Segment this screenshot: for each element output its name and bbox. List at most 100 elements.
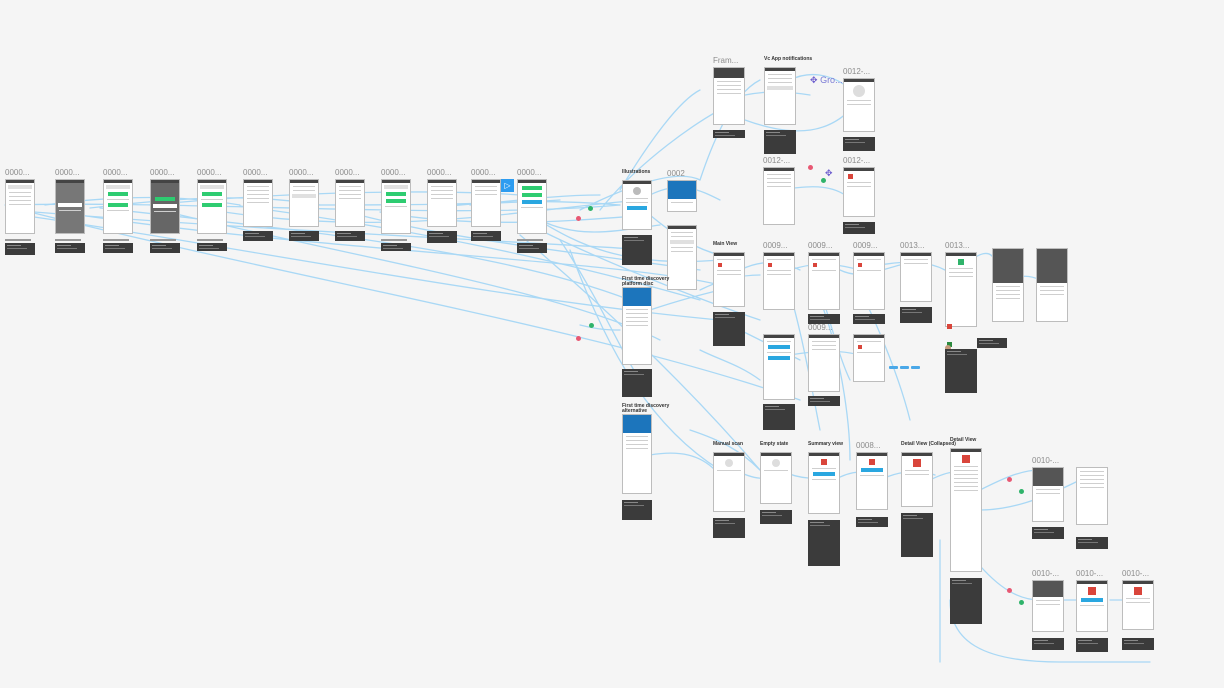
hotspot-pin[interactable] [821,178,826,183]
play-prototype-button[interactable]: ▷ [501,179,514,192]
phone-screen [622,287,652,365]
frame-title: First time discovery platform disc [622,276,670,287]
frame-title: 0010-... [1032,456,1060,465]
phone-screen [197,179,227,234]
hotspot-pin[interactable] [588,206,593,211]
frame-title: 0000... [243,168,268,177]
frame-title: 0000... [517,168,542,177]
phone-screen [667,180,697,212]
phone-screen [103,179,133,234]
frame-title: 0000... [150,168,175,177]
phone-screen [622,414,652,494]
play-icon: ▷ [504,181,511,190]
hotspot-pin[interactable] [1007,588,1012,593]
frame-title: 0000... [103,168,128,177]
hotspot-pin[interactable] [1007,477,1012,482]
frame-caption [55,239,81,241]
hotspot-pin[interactable] [589,323,594,328]
frame-title: 0013... [945,241,970,250]
frame-title: Illustrations [622,169,651,175]
annotation-note [853,314,885,324]
frame-title: 0000... [5,168,30,177]
phone-screen [713,452,745,512]
hotspot-pin[interactable] [1019,600,1024,605]
frame-title: 0008... [856,441,881,450]
frame-caption [103,239,129,241]
annotation-note [901,513,933,557]
annotation-note [622,235,652,265]
annotation-note [843,222,875,234]
annotation-note [55,243,85,253]
annotation-note [713,130,745,138]
phone-screen [950,448,982,572]
phone-screen [289,179,319,227]
phone-screen [5,179,35,234]
frame-title: Main View [713,241,738,247]
frame-title: 0010-... [1032,569,1060,578]
grid-logo-icon: ✥ [825,168,833,178]
hotspot-pin[interactable] [576,336,581,341]
phone-screen [1076,580,1108,632]
annotation-note [622,500,652,520]
frame-title: 0012-... [763,156,791,165]
phone-screen [517,179,547,234]
phone-screen [763,167,795,225]
annotation-note [977,338,1007,348]
phone-screen [764,67,796,125]
annotation-note [1122,638,1154,650]
phone-screen [335,179,365,227]
frame-caption [150,239,176,241]
phone-screen [843,167,875,217]
phone-screen [713,67,745,125]
annotation-note [1076,537,1108,549]
frame-title: Manual scan [713,441,744,447]
phone-screen [667,225,697,290]
phone-screen [471,179,501,227]
frame-title: First time discovery alternative [622,403,670,414]
frame-title: 0009... [808,323,833,332]
phone-screen [900,252,932,302]
frame-title: 0000... [289,168,314,177]
phone-screen [856,452,888,510]
frame-title: Detail View [950,437,977,443]
annotation-note [900,307,932,323]
frame-caption [5,239,31,241]
phone-screen [853,252,885,310]
phone-screen [622,180,652,230]
frame-title: 0012-... [843,156,871,165]
frame-title: 0012-... [843,67,871,76]
tag-chip[interactable] [900,366,909,369]
frame-title: 0000... [335,168,360,177]
frame-title: 0000... [55,168,80,177]
annotation-note [289,231,319,241]
frame-title: Vc App notifications [764,56,813,62]
logo-text: Gro... [820,75,843,85]
annotation-note [763,404,795,430]
annotation-note [760,510,792,524]
annotation-note [197,243,227,251]
phone-screen [150,179,180,234]
frame-title: 0009... [763,241,788,250]
tag-chip[interactable] [911,366,920,369]
phone-screen [808,452,840,514]
phone-screen [1032,467,1064,522]
hotspot-pin[interactable] [576,216,581,221]
frame-title: 0009... [808,241,833,250]
annotation-note [1032,638,1064,650]
annotation-note [1032,527,1064,539]
annotation-note [103,243,133,253]
hotspot-pin[interactable] [808,165,813,170]
phone-screen [760,452,792,504]
phone-screen [1036,248,1068,322]
app-logo: ✥ Gro... [810,75,843,86]
tag-chip[interactable] [889,366,898,369]
phone-screen [945,252,977,327]
annotation-note [713,518,745,538]
phone-screen [381,179,411,234]
annotation-note [517,243,547,253]
phone-screen [763,252,795,310]
hotspot-pin[interactable] [1019,489,1024,494]
annotation-note [5,243,35,255]
phone-screen [55,179,85,234]
